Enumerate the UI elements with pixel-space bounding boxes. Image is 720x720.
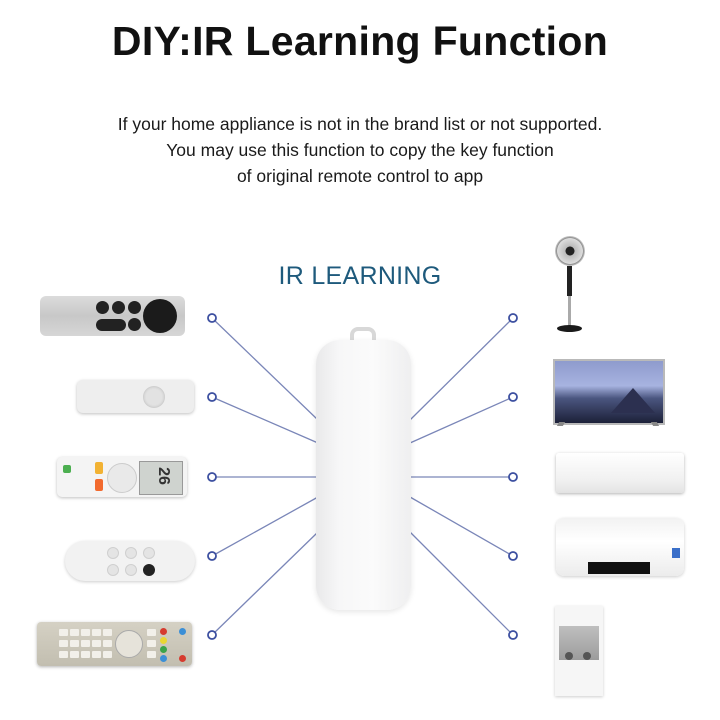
remote-oval-white: [65, 541, 195, 581]
node-left-3: [207, 472, 217, 482]
air-conditioner: [556, 453, 684, 493]
hub-lanyard-loop: [350, 327, 376, 343]
fan-head: [555, 236, 585, 266]
television: [553, 359, 665, 425]
ir-blaster-device: [316, 340, 411, 610]
node-left-1: [207, 313, 217, 323]
node-right-4: [508, 551, 518, 561]
node-left-2: [207, 392, 217, 402]
remote-tv: [37, 622, 192, 666]
node-left-4: [207, 551, 217, 561]
node-right-5: [508, 630, 518, 640]
description: If your home appliance is not in the bra…: [0, 111, 720, 189]
ir-learning-label: IR LEARNING: [278, 262, 442, 290]
remote-apple-tv: [40, 296, 185, 336]
description-line-3: of original remote control to app: [236, 166, 484, 186]
description-line-2: You may use this function to copy the ke…: [166, 140, 554, 160]
remote-white-streaming: [77, 380, 194, 413]
water-heater: [556, 518, 684, 576]
water-dispenser: [555, 606, 603, 696]
fan-base: [557, 325, 582, 332]
fan-body: [567, 266, 572, 296]
node-left-5: [207, 630, 217, 640]
remote-air-conditioner: 26: [57, 457, 187, 497]
fan-pole: [568, 296, 571, 326]
page-title: DIY:IR Learning Function: [111, 18, 609, 64]
ac-remote-display: 26: [139, 461, 183, 495]
description-line-1: If your home appliance is not in the bra…: [117, 114, 603, 134]
node-right-3: [508, 472, 518, 482]
node-right-1: [508, 313, 518, 323]
node-right-2: [508, 392, 518, 402]
